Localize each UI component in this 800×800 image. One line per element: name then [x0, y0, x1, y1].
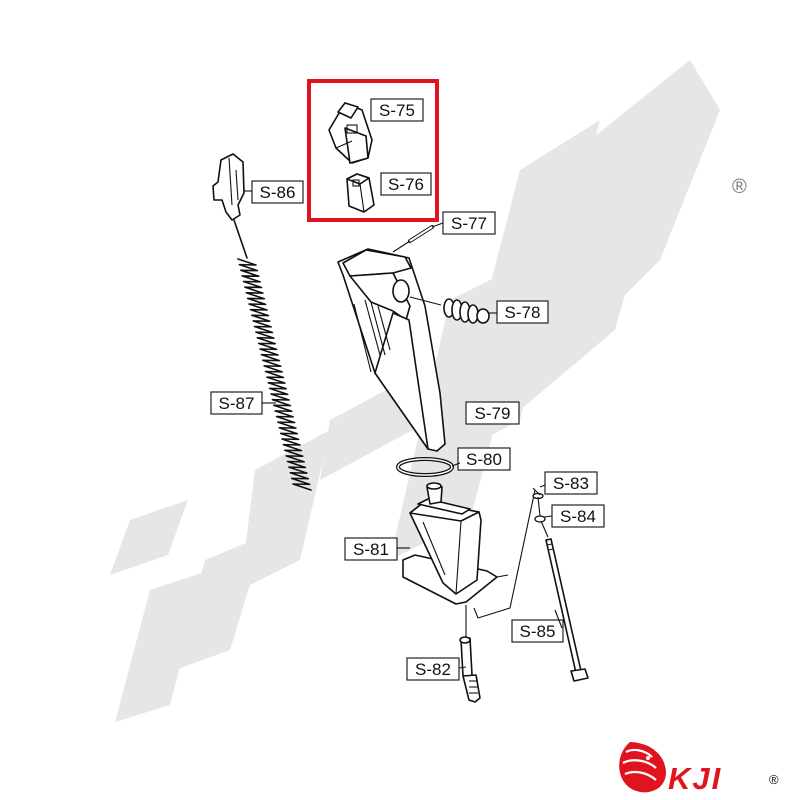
label-text: S-82	[415, 660, 451, 679]
highlight-box	[307, 79, 439, 222]
label-s-82: S-82	[406, 657, 460, 681]
leader-s-82	[458, 666, 467, 669]
label-s-87: S-87	[210, 391, 263, 415]
kji-watermark: ®	[110, 60, 747, 722]
label-box	[380, 172, 432, 196]
label-box	[370, 98, 424, 122]
label-box	[251, 180, 304, 204]
label-s-84: S-84	[551, 504, 605, 528]
logo-text: KJI	[668, 761, 722, 796]
label-text: S-85	[520, 622, 556, 641]
lion-emblem-icon	[619, 742, 666, 793]
label-s-81: S-81	[344, 537, 398, 561]
part-s-75[interactable]	[328, 102, 373, 164]
label-text: S-77	[451, 214, 487, 233]
label-text: S-84	[560, 507, 596, 526]
label-text: S-78	[505, 303, 541, 322]
label-s-79: S-79	[465, 401, 520, 425]
label-text: S-83	[553, 474, 589, 493]
kji-logo: KJI ®	[619, 742, 779, 796]
part-s-81[interactable]	[402, 482, 536, 619]
label-text: S-79	[475, 404, 511, 423]
label-s-83: S-83	[544, 471, 598, 495]
label-text: S-75	[379, 101, 415, 120]
part-s-76[interactable]	[346, 173, 375, 213]
part-labels: S-75S-76S-77S-78S-79S-80S-81S-82 S-83S-84…	[210, 98, 605, 681]
label-text: S-80	[466, 450, 502, 469]
part-s-78[interactable]	[409, 296, 490, 324]
part-s-86[interactable]	[212, 153, 248, 259]
label-s-80: S-80	[457, 447, 511, 471]
label-text: S-81	[353, 540, 389, 559]
label-s-77: S-77	[442, 211, 496, 235]
leader-s-83	[539, 484, 546, 488]
label-box	[406, 657, 460, 681]
label-box	[544, 471, 598, 495]
label-box	[496, 300, 549, 324]
label-s-75: S-75	[370, 98, 424, 122]
part-s-79[interactable]	[337, 248, 446, 452]
part-s-82[interactable]	[459, 605, 481, 703]
part-s-77[interactable]	[392, 225, 434, 253]
part-s-87[interactable]	[237, 258, 312, 491]
label-box	[344, 537, 398, 561]
label-s-76: S-76	[380, 172, 432, 196]
label-text: S-76	[388, 175, 424, 194]
label-s-85: S-85	[511, 619, 564, 643]
logo-registered-mark: ®	[769, 772, 779, 787]
part-s-85[interactable]	[540, 520, 589, 682]
leader-s-84	[543, 515, 553, 518]
watermark-registered-mark: ®	[732, 176, 747, 198]
leader-s-77	[431, 222, 444, 228]
label-box	[457, 447, 511, 471]
label-text: S-87	[219, 394, 255, 413]
label-box	[465, 401, 520, 425]
label-box	[511, 619, 564, 643]
part-s-80[interactable]	[396, 457, 454, 477]
leader-s-85	[554, 609, 563, 629]
label-s-86: S-86	[251, 180, 304, 204]
leader-s-80	[451, 462, 461, 467]
part-s-84[interactable]	[534, 496, 546, 523]
label-text: S-86	[260, 183, 296, 202]
label-s-78: S-78	[496, 300, 549, 324]
